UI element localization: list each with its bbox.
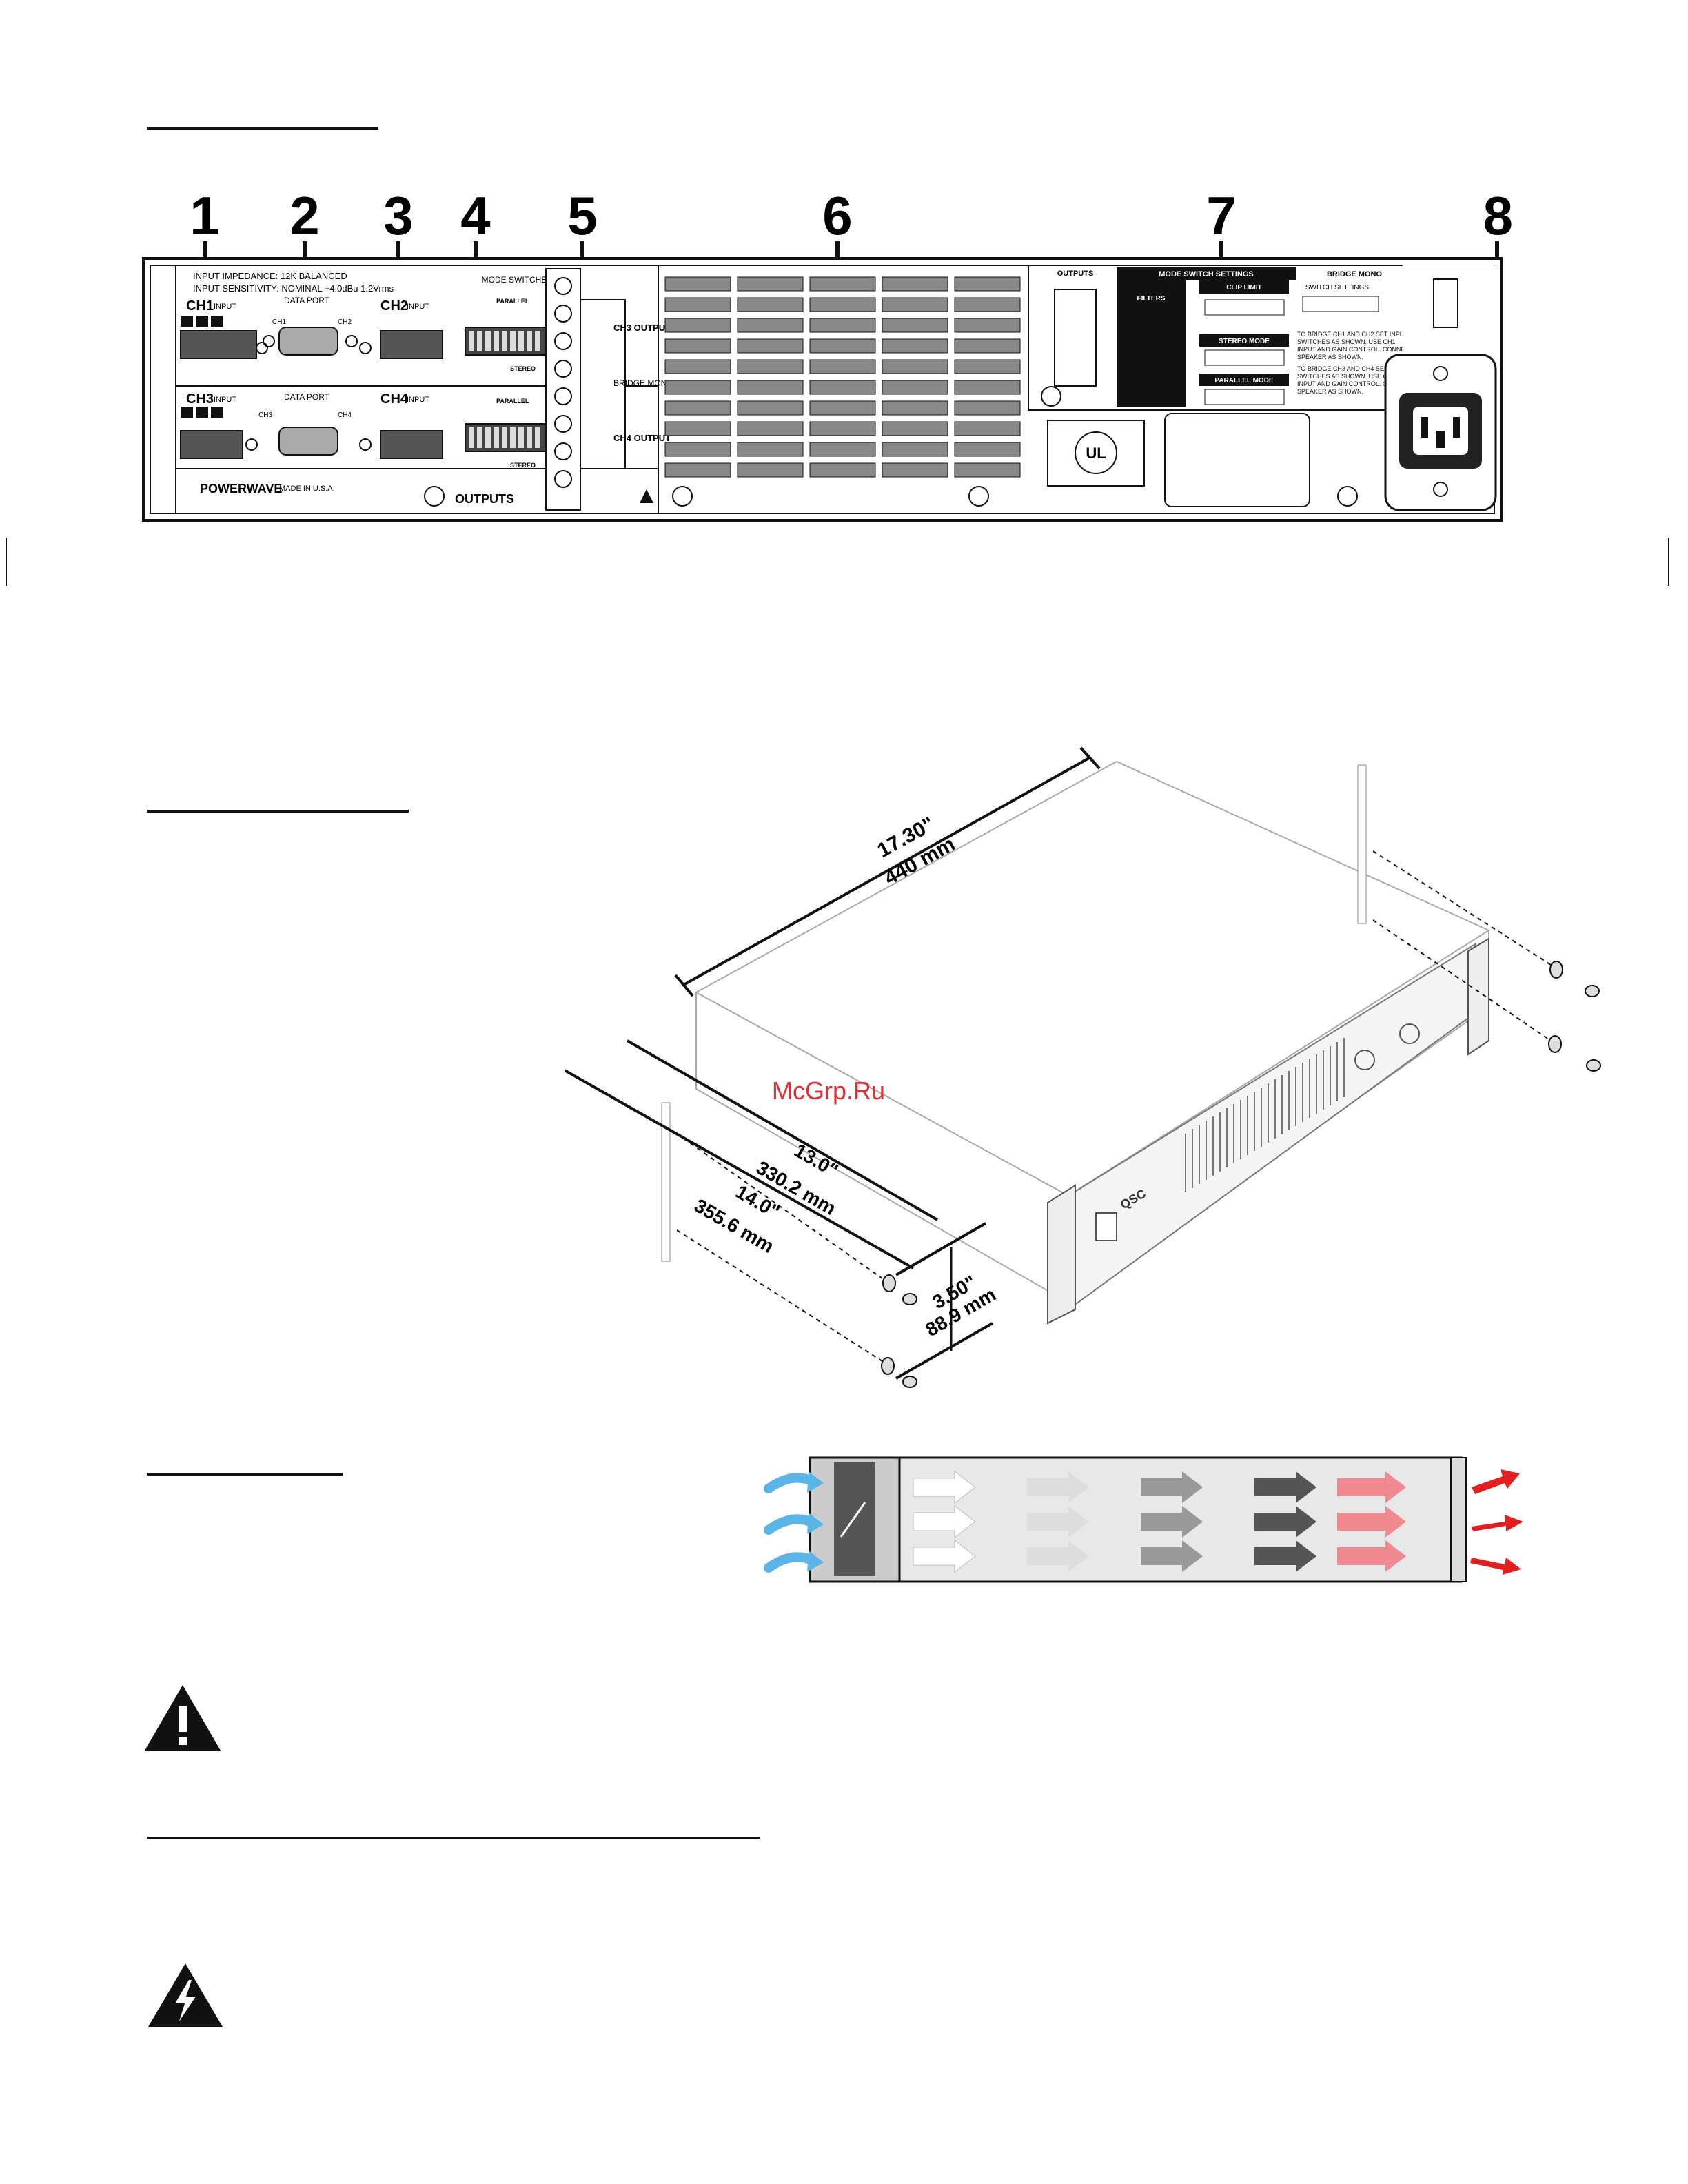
callout-7: 7 (1206, 193, 1236, 246)
electric-shock-icon (148, 1963, 223, 2027)
bridge-mono-title: BRIDGE MONO (1327, 270, 1383, 278)
airflow-figure (764, 1456, 1523, 1583)
ch3-output-label: CH3 OUTPUT (613, 323, 671, 333)
input-sensitivity: INPUT SENSITIVITY: NOMINAL +4.0dBu 1.2Vr… (193, 283, 394, 294)
made-in-label: MADE IN U.S.A. (279, 484, 335, 493)
label-outputs: OUTPUTS (1057, 269, 1094, 278)
callout-1: 1 (190, 193, 219, 246)
ch3-port-label: CH3 (258, 411, 272, 419)
data-port-label-2: DATA PORT (284, 392, 330, 402)
section-rule-2 (147, 810, 409, 813)
parallel-label-1: PARALLEL (496, 298, 529, 305)
ch4-label: CH4 (380, 391, 409, 407)
mode-switches-label: MODE SWITCHES (482, 275, 553, 285)
watermark: McGrp.Ru (772, 1076, 885, 1105)
callout-5: 5 (567, 193, 597, 246)
stereo-mode-label: STEREO MODE (1219, 338, 1270, 345)
crop-mark-right (1668, 538, 1669, 586)
clip-limit-label: CLIP LIMIT (1226, 284, 1261, 292)
bridge-text-2: TO BRIDGE CH3 AND CH4 SET INPUT SWITCHES… (1297, 365, 1414, 395)
stereo-label-1: STEREO (510, 365, 536, 372)
ch1-port-label: CH1 (272, 318, 286, 326)
outputs-label: OUTPUTS (455, 492, 514, 506)
bridge-mono-out-label: BRIDGE MONO (613, 378, 673, 388)
bridge-text-1: TO BRIDGE CH1 AND CH2 SET INPUT SWITCHES… (1297, 331, 1414, 360)
dimensions-figure: 17.30" 440 mm QSC 13.0" 330.2 mm (565, 746, 1601, 1388)
ch4-input-label: INPUT (407, 396, 429, 404)
ch2-input-label: INPUT (407, 303, 429, 311)
ch4-output-label: CH4 OUTPUT (613, 433, 671, 443)
ch1-label: CH1 (186, 298, 214, 314)
ch4-port-label: CH4 (338, 411, 352, 419)
switch-settings-label: SWITCH SETTINGS (1305, 284, 1370, 292)
ch2-label: CH2 (380, 298, 408, 314)
input-impedance: INPUT IMPEDANCE: 12K BALANCED (193, 271, 347, 281)
ch2-port-label: CH2 (338, 318, 352, 326)
warning-triangle-icon (145, 1685, 221, 1751)
rear-panel-figure: 1 2 3 4 5 6 7 8 INPUT IMPEDANCE: 12K BAL… (142, 193, 1513, 522)
ul-mark: UL (1086, 445, 1106, 462)
stereo-label-2: STEREO (510, 462, 536, 469)
crop-mark-left (6, 538, 7, 586)
brand-logo: POWERWAVE (200, 482, 282, 496)
ch3-label: CH3 (186, 391, 214, 407)
section-rule-4 (147, 1837, 760, 1839)
parallel-label-2: PARALLEL (496, 398, 529, 405)
callout-2: 2 (289, 193, 319, 246)
filters-label: FILTERS (1137, 295, 1166, 303)
ch1-input-label: INPUT (214, 303, 236, 311)
callout-6: 6 (822, 193, 852, 246)
callout-4: 4 (460, 193, 490, 246)
section-rule-1 (147, 127, 378, 130)
section-rule-3 (147, 1473, 343, 1476)
ch3-input-label: INPUT (214, 396, 236, 404)
mode-switch-settings-label: MODE SWITCH SETTINGS (1159, 270, 1254, 278)
data-port-label: DATA PORT (284, 296, 330, 305)
parallel-mode-label: PARALLEL MODE (1214, 377, 1274, 385)
callout-3: 3 (383, 193, 413, 246)
callout-8: 8 (1483, 193, 1513, 246)
